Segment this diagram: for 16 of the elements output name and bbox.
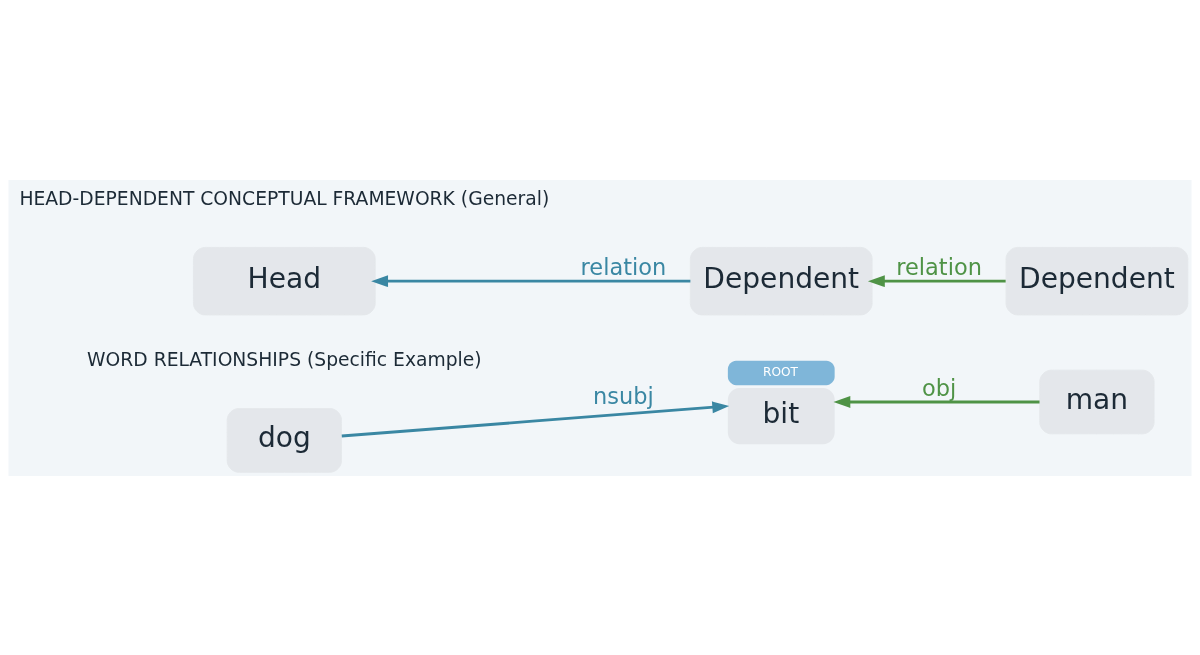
node-label: ROOT (762, 364, 798, 379)
node-box: man (1039, 369, 1155, 434)
edge-label: relation (896, 253, 982, 280)
edge-label: nsubj (593, 382, 654, 409)
edge-label: obj (921, 374, 957, 401)
arrow (833, 395, 1040, 408)
node-box: Head (193, 246, 376, 315)
node-box: Dependent (689, 246, 873, 315)
label: HEAD-DEPENDENT CONCEPTUAL FRAMEWORK (General) (19, 187, 550, 209)
arrow (341, 400, 730, 437)
node-box: Dependent (1005, 246, 1189, 315)
node-box: dog (226, 407, 342, 473)
edge-label: relation (580, 253, 667, 280)
label: WORD RELATIONSHIPS (Specific Example) (87, 348, 482, 370)
arrow (867, 274, 1006, 287)
arrow (371, 274, 691, 287)
